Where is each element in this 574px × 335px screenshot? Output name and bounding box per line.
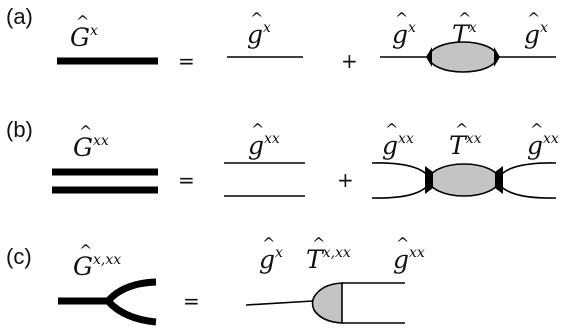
- panel-a: (a) ^ Gx = ^ gx + ^ gx ^ Tx ^ gx: [6, 4, 556, 73]
- symbol-base: T: [449, 131, 468, 160]
- svg-text:Tx,xx: Tx,xx: [306, 245, 351, 274]
- panel-b-bare-propagator-symbol: ^ gxx: [248, 120, 280, 160]
- panel-b-t-matrix-blob: [428, 163, 500, 197]
- panel-c-t-matrix-half-blob: [311, 282, 343, 324]
- panel-a-bare-propagator-symbol: ^ gx: [247, 9, 271, 49]
- symbol-base: g: [393, 245, 409, 274]
- hat-mark: ^: [458, 9, 471, 28]
- hat-mark: ^: [455, 120, 468, 139]
- symbol-superscript: xx: [466, 131, 482, 147]
- symbol-superscript: x: [408, 20, 416, 36]
- symbol-superscript: x: [469, 20, 477, 36]
- svg-text:gxx: gxx: [248, 131, 280, 160]
- panel-b-left-leg-symbol: ^ gxx: [382, 120, 414, 160]
- symbol-base: G: [73, 252, 93, 281]
- svg-text:gxx: gxx: [382, 131, 414, 160]
- symbol-base: g: [382, 131, 398, 160]
- svg-text:gx: gx: [259, 245, 283, 274]
- panel-c-label: (c): [6, 244, 32, 269]
- panel-c-t-matrix-symbol: ^ Tx,xx: [306, 234, 351, 274]
- panel-b-incoming-leg-lower: [371, 183, 430, 199]
- svg-text:Txx: Txx: [449, 131, 482, 160]
- panel-a-equals-sign: =: [178, 49, 195, 73]
- panel-a-right-vertex: [494, 47, 500, 67]
- panel-b-right-vertex: [495, 166, 503, 194]
- hat-mark: ^: [396, 234, 409, 253]
- symbol-superscript: x,xx: [93, 252, 121, 268]
- svg-text:Gxx: Gxx: [73, 133, 109, 162]
- panel-c-equals-sign: =: [183, 289, 200, 313]
- symbol-base: g: [259, 245, 275, 274]
- symbol-base: T: [306, 245, 325, 274]
- symbol-superscript: x: [90, 23, 98, 39]
- symbol-base: g: [248, 131, 264, 160]
- hat-mark: ^: [251, 120, 264, 139]
- hat-mark: ^: [262, 234, 275, 253]
- panel-b-left-vertex: [425, 166, 433, 194]
- symbol-superscript: x: [263, 20, 271, 36]
- panel-a-right-leg-symbol: ^ gx: [524, 9, 548, 49]
- symbol-base: g: [527, 131, 543, 160]
- hat-mark: ^: [250, 9, 263, 28]
- panel-c-right-leg-symbol: ^ gxx: [393, 234, 425, 274]
- panel-a-left-leg-symbol: ^ gx: [392, 9, 416, 49]
- panel-b-plus-sign: +: [337, 168, 354, 192]
- panel-b-outgoing-leg-upper: [498, 162, 557, 178]
- svg-text:gxx: gxx: [393, 245, 425, 274]
- symbol-base: G: [73, 133, 93, 162]
- panel-a-t-matrix-blob: [428, 41, 498, 73]
- hat-mark: ^: [312, 234, 325, 253]
- panel-c-left-leg-symbol: ^ gx: [259, 234, 283, 274]
- svg-text:Gx,xx: Gx,xx: [73, 252, 121, 281]
- hat-mark: ^: [79, 122, 92, 141]
- panel-c-full-propagator-branch-lower: [105, 298, 157, 326]
- hat-mark: ^: [76, 12, 89, 31]
- symbol-base: g: [247, 20, 263, 49]
- panel-b-right-leg-symbol: ^ gxx: [527, 120, 559, 160]
- panel-b-full-propagator-symbol: ^ Gxx: [73, 122, 109, 162]
- hat-mark: ^: [527, 9, 540, 28]
- svg-text:gxx: gxx: [527, 131, 559, 160]
- symbol-superscript: xx: [398, 131, 414, 147]
- panel-a-plus-sign: +: [341, 49, 358, 73]
- panel-c-full-propagator-symbol: ^ Gx,xx: [73, 241, 121, 281]
- panel-a-full-propagator-symbol: ^ Gx: [70, 12, 98, 52]
- hat-mark: ^: [79, 241, 92, 260]
- hat-mark: ^: [530, 120, 543, 139]
- symbol-superscript: x: [275, 245, 283, 261]
- svg-text:gx: gx: [392, 20, 416, 49]
- panel-b-label: (b): [6, 117, 33, 142]
- panel-b-t-matrix-symbol: ^ Txx: [449, 120, 482, 160]
- svg-text:gx: gx: [524, 20, 548, 49]
- symbol-superscript: xx: [264, 131, 280, 147]
- symbol-base: G: [70, 23, 90, 52]
- panel-a-label: (a): [6, 4, 33, 29]
- panel-c-incoming-leg: [245, 300, 314, 306]
- panel-a-left-vertex: [426, 47, 432, 67]
- symbol-base: g: [392, 20, 408, 49]
- svg-text:Gx: Gx: [70, 23, 98, 52]
- symbol-superscript: x,xx: [323, 245, 351, 261]
- panel-b-equals-sign: =: [178, 168, 195, 192]
- hat-mark: ^: [385, 120, 398, 139]
- panel-c-full-propagator-branch-upper: [105, 278, 157, 304]
- panel-c: (c) ^ Gx,xx = ^ gx ^ Tx,xx ^ gxx: [6, 234, 425, 326]
- symbol-superscript: xx: [409, 245, 425, 261]
- symbol-superscript: xx: [93, 133, 109, 149]
- panel-b-incoming-leg-upper: [371, 162, 430, 178]
- panel-b: (b) ^ Gxx = ^ gxx + ^ gxx ^ Txx ^ gxx: [6, 117, 559, 199]
- symbol-superscript: x: [540, 20, 548, 36]
- panel-b-outgoing-leg-lower: [498, 183, 557, 199]
- svg-text:gx: gx: [247, 20, 271, 49]
- symbol-base: g: [524, 20, 540, 49]
- hat-mark: ^: [395, 9, 408, 28]
- symbol-superscript: xx: [543, 131, 559, 147]
